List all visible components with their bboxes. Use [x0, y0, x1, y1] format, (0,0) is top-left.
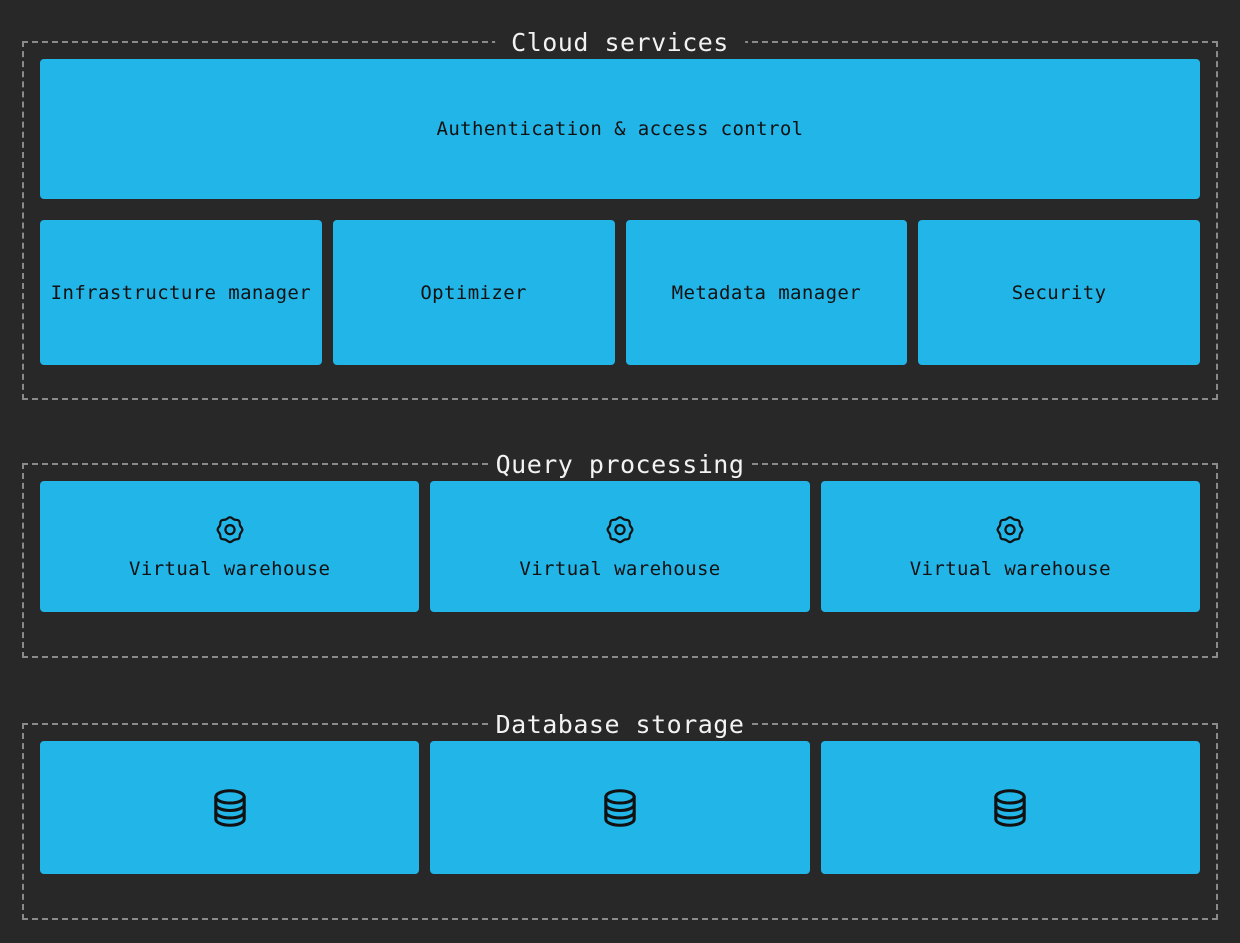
card-label: Infrastructure manager — [50, 281, 312, 304]
card-label: Security — [1011, 281, 1107, 304]
section-title-database-storage: Database storage — [489, 712, 751, 738]
section-title-query-processing: Query processing — [489, 452, 751, 478]
row-storage-nodes — [40, 741, 1200, 874]
section-body-database-storage — [24, 725, 1216, 918]
row-cloud-service-components: Infrastructure manager Optimizer Metadat… — [40, 220, 1200, 365]
database-icon — [987, 785, 1033, 831]
gear-icon — [994, 513, 1026, 545]
gear-icon — [214, 513, 246, 545]
card-virtual-warehouse[interactable]: Virtual warehouse — [820, 481, 1200, 612]
database-icon — [597, 785, 643, 831]
gear-icon — [604, 513, 636, 545]
card-database-storage-node[interactable] — [820, 741, 1200, 874]
card-database-storage-node[interactable] — [40, 741, 420, 874]
card-label: Virtual warehouse — [129, 557, 331, 580]
row-virtual-warehouses: Virtual warehouse Virtual warehouse — [40, 481, 1200, 612]
card-metadata-manager[interactable]: Metadata manager — [625, 220, 908, 365]
row-authentication: Authentication & access control — [40, 59, 1200, 199]
card-label: Virtual warehouse — [909, 557, 1111, 580]
card-virtual-warehouse[interactable]: Virtual warehouse — [430, 481, 810, 612]
section-title-cloud-services: Cloud services — [495, 30, 745, 56]
card-security[interactable]: Security — [918, 220, 1200, 365]
card-authentication-access-control[interactable]: Authentication & access control — [40, 59, 1200, 199]
card-virtual-warehouse[interactable]: Virtual warehouse — [40, 481, 420, 612]
card-label: Optimizer — [420, 281, 527, 304]
card-infrastructure-manager[interactable]: Infrastructure manager — [40, 220, 322, 365]
database-icon — [207, 785, 253, 831]
card-label: Authentication & access control — [436, 118, 804, 140]
card-database-storage-node[interactable] — [430, 741, 810, 874]
section-body-query-processing: Virtual warehouse Virtual warehouse — [24, 465, 1216, 656]
section-cloud-services: Cloud services Authentication & access c… — [22, 30, 1218, 400]
card-optimizer[interactable]: Optimizer — [332, 220, 615, 365]
section-database-storage: Database storage — [22, 712, 1218, 920]
section-body-cloud-services: Authentication & access control Infrastr… — [24, 43, 1216, 398]
section-query-processing: Query processing Virtual warehouse — [22, 452, 1218, 658]
card-label: Virtual warehouse — [519, 557, 721, 580]
card-label: Metadata manager — [671, 281, 862, 304]
